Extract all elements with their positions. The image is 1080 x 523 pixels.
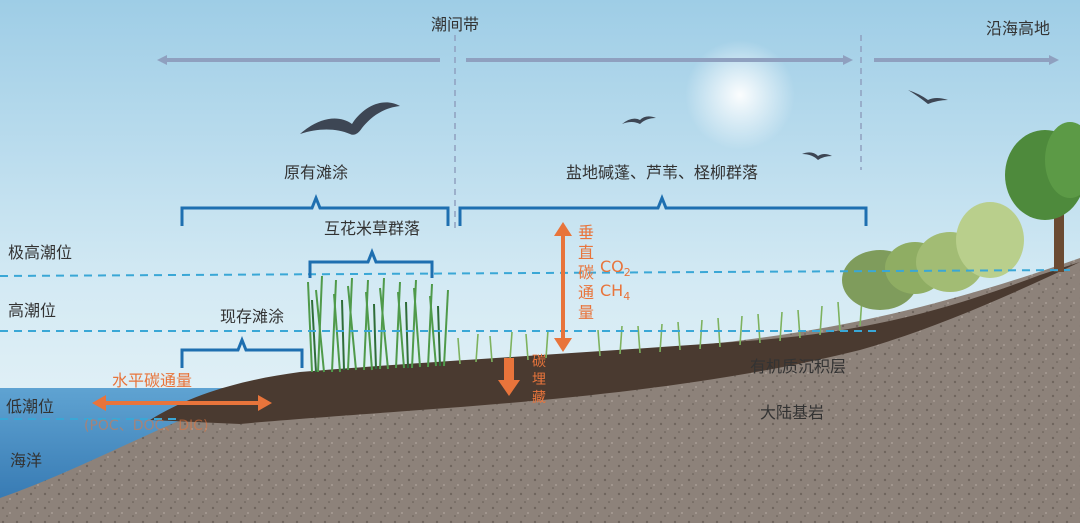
extreme-high-tide-line	[0, 269, 1071, 277]
salt-marsh-vegetation	[457, 297, 863, 365]
vertical-flux-char: 直	[578, 243, 594, 262]
original-flat-bracket	[180, 193, 450, 226]
flux-arrows	[92, 222, 572, 411]
horizontal-flux-species: (POC、DOC、DIC)	[84, 418, 208, 434]
spartina-label: 互花米草群落	[324, 219, 420, 238]
co2-subscript: 2	[624, 266, 631, 279]
tree-icon	[1005, 122, 1080, 272]
co2-label: CO2	[600, 257, 631, 279]
vertical-flux-arrow	[554, 222, 572, 352]
bird-icon	[622, 116, 656, 124]
spartina-grass-dark	[311, 299, 441, 373]
tamarisk-shrubs	[842, 202, 1024, 310]
vertical-flux-char: 通	[578, 283, 594, 302]
bird-icon	[908, 90, 948, 104]
bedrock-label: 大陆基岩	[760, 403, 824, 422]
vertical-flux-char: 垂	[578, 223, 594, 242]
sun-icon	[685, 40, 795, 150]
spartina-grass	[307, 275, 449, 373]
original-flat-label: 原有滩涂	[284, 163, 348, 182]
organic-sediment-layer	[150, 262, 1080, 424]
upper-community-label: 盐地碱蓬、芦苇、柽柳群落	[566, 163, 758, 182]
horizontal-flux-label: 水平碳通量	[112, 371, 192, 390]
sediment-label: 有机质沉积层	[750, 357, 846, 376]
low-tide-label: 低潮位	[6, 397, 54, 416]
bird-icon	[802, 152, 832, 160]
upper-community-bracket	[458, 193, 868, 226]
current-flat-bracket	[180, 335, 304, 368]
tide-lines	[0, 269, 1071, 420]
vertical-flux-char: 量	[578, 303, 594, 322]
burial-flux-char: 埋	[532, 372, 546, 388]
eagle-icon	[300, 102, 400, 135]
extreme-high-tide-label: 极高潮位	[8, 243, 72, 262]
vertical-flux-char: 碳	[578, 263, 594, 282]
ch4-subscript: 4	[623, 290, 630, 303]
ocean-label: 海洋	[10, 451, 42, 470]
zone-dividers	[454, 35, 862, 230]
current-flat-label: 现存滩涂	[220, 307, 284, 326]
horizontal-flux-arrow	[92, 395, 272, 411]
burial-flux-char: 碳	[532, 354, 546, 370]
spartina-bracket	[308, 247, 434, 278]
coastal-upland-label: 沿海高地	[986, 19, 1050, 38]
burial-flux-arrow	[498, 358, 520, 396]
high-tide-label: 高潮位	[8, 301, 56, 320]
ch4-label: CH4	[600, 281, 630, 303]
burial-flux-char: 藏	[532, 390, 546, 406]
brackets	[180, 193, 868, 368]
bird-icons	[300, 90, 948, 160]
intertidal-label: 潮间带	[431, 15, 479, 34]
